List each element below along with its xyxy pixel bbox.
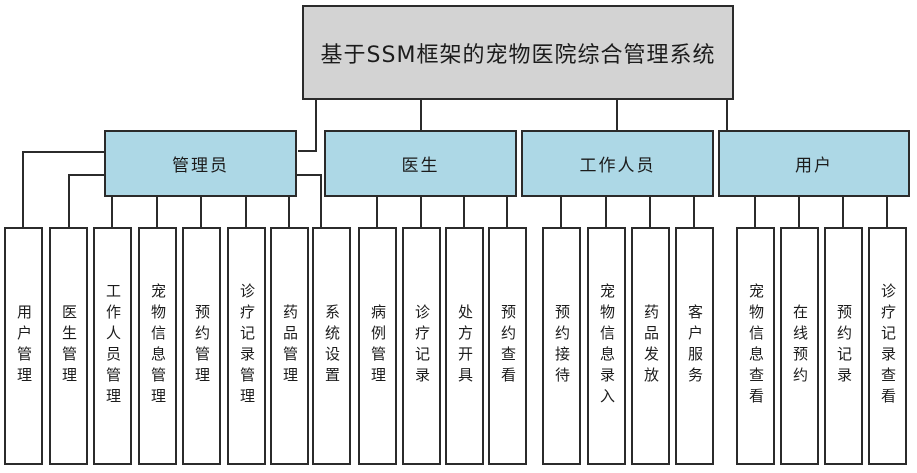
leaf-customer-service: 客户服务 bbox=[675, 227, 714, 465]
leaf-label: 诊疗记录管理 bbox=[238, 283, 256, 409]
leaf-doctor-management: 医生管理 bbox=[49, 227, 88, 465]
leaf-appointment-view: 预约查看 bbox=[488, 227, 527, 465]
leaf-prescription-issue: 处方开具 bbox=[445, 227, 484, 465]
leaf-label: 宠物信息查看 bbox=[747, 283, 765, 409]
leaf-pet-info-entry: 宠物信息录入 bbox=[587, 227, 626, 465]
leaf-user-management: 用户管理 bbox=[4, 227, 43, 465]
leaf-label: 在线预约 bbox=[791, 304, 809, 388]
leaf-pet-info-management: 宠物信息管理 bbox=[138, 227, 177, 465]
leaf-online-appointment: 在线预约 bbox=[780, 227, 819, 465]
leaf-appointment-reception: 预约接待 bbox=[542, 227, 581, 465]
role-staff: 工作人员 bbox=[521, 130, 714, 197]
leaf-system-settings: 系统设置 bbox=[312, 227, 351, 465]
leaf-drug-management: 药品管理 bbox=[270, 227, 309, 465]
leaf-appointment-record: 预约记录 bbox=[824, 227, 863, 465]
leaf-label: 客户服务 bbox=[686, 304, 704, 388]
leaf-label: 工作人员管理 bbox=[104, 283, 122, 409]
leaf-label: 药品发放 bbox=[642, 304, 660, 388]
leaf-label: 病例管理 bbox=[369, 304, 387, 388]
leaf-label: 药品管理 bbox=[281, 304, 299, 388]
leaf-staff-management: 工作人员管理 bbox=[93, 227, 132, 465]
leaf-label: 用户管理 bbox=[15, 304, 33, 388]
system-title: 基于SSM框架的宠物医院综合管理系统 bbox=[302, 5, 734, 100]
leaf-label: 系统设置 bbox=[323, 304, 341, 388]
leaf-treatment-record-view: 诊疗记录查看 bbox=[868, 227, 907, 465]
leaf-label: 宠物信息录入 bbox=[598, 283, 616, 409]
role-admin: 管理员 bbox=[104, 130, 297, 197]
role-user: 用户 bbox=[718, 130, 910, 197]
leaf-appointment-management: 预约管理 bbox=[182, 227, 221, 465]
leaf-case-management: 病例管理 bbox=[358, 227, 397, 465]
leaf-label: 预约查看 bbox=[499, 304, 517, 388]
leaf-label: 宠物信息管理 bbox=[149, 283, 167, 409]
leaf-drug-dispense: 药品发放 bbox=[631, 227, 670, 465]
leaf-label: 预约记录 bbox=[835, 304, 853, 388]
leaf-pet-info-view: 宠物信息查看 bbox=[736, 227, 775, 465]
leaf-label: 诊疗记录查看 bbox=[879, 283, 897, 409]
leaf-label: 诊疗记录 bbox=[413, 304, 431, 388]
role-doctor: 医生 bbox=[324, 130, 517, 197]
leaf-label: 医生管理 bbox=[60, 304, 78, 388]
leaf-treatment-record-management: 诊疗记录管理 bbox=[227, 227, 266, 465]
leaf-label: 预约接待 bbox=[553, 304, 571, 388]
leaf-label: 预约管理 bbox=[193, 304, 211, 388]
leaf-treatment-record: 诊疗记录 bbox=[402, 227, 441, 465]
leaf-label: 处方开具 bbox=[456, 304, 474, 388]
